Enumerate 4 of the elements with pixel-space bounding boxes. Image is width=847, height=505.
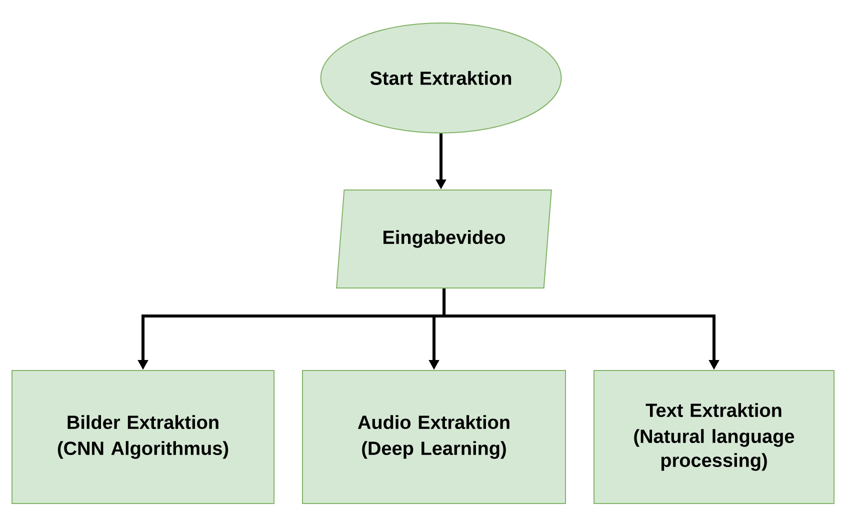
- input-parallelogram: Eingabevideo: [336, 189, 552, 288]
- process-box: Bilder Extraktion (CNN Algorithmus): [12, 370, 274, 504]
- process-box: Audio Extraktion (Deep Learning): [302, 370, 566, 504]
- process-box: Text Extraktion (Natural language processing): [594, 370, 834, 504]
